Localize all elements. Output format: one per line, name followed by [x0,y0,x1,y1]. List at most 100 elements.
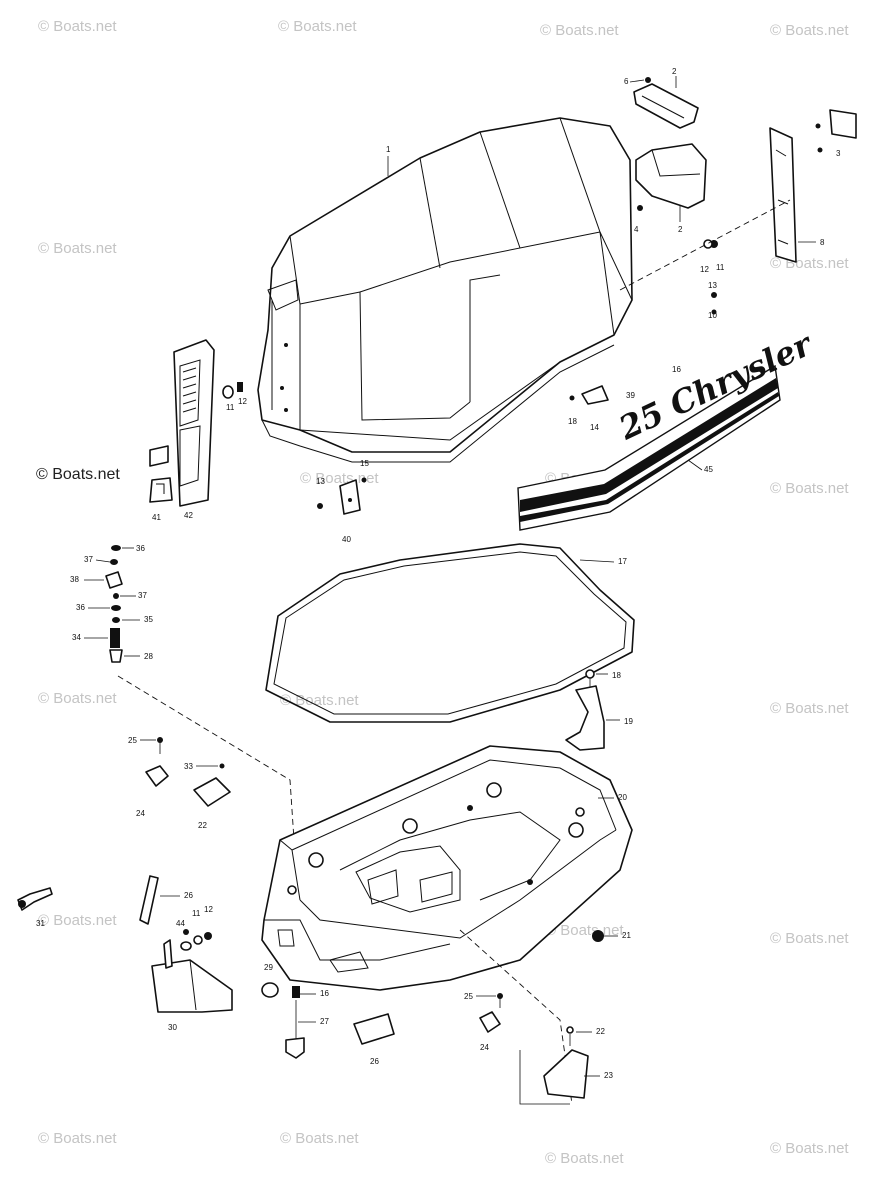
callout-44: 44 [176,919,185,928]
callout-31: 31 [36,919,45,928]
callout-22: 22 [596,1027,605,1036]
callout-25: 25 [464,992,473,1001]
callout-3: 3 [836,149,841,158]
callout-12: 12 [204,905,213,914]
grip-strip [139,875,159,925]
callout-45: 45 [704,465,713,474]
watermark: © Boats.net [38,1130,117,1147]
assembly-line [619,199,791,291]
callout-11: 11 [226,403,235,412]
callout-24: 24 [136,809,145,818]
watermark-dark: © Boats.net [36,466,120,483]
callout-10: 10 [708,311,717,320]
callout-29: 29 [264,963,273,972]
callout-24: 24 [480,1043,489,1052]
callout-22: 22 [198,821,207,830]
callout-21: 21 [622,931,631,940]
callout-labels: 1 6 2 4 2 12 11 13 10 3 8 11 12 41 42 15… [36,67,841,1080]
callout-42: 42 [184,511,193,520]
callout-11: 11 [192,909,201,918]
callout-35: 35 [144,615,153,624]
watermark: © Boats.net [770,22,849,39]
callout-33: 33 [184,762,193,771]
watermark: © Boats.net [545,922,624,939]
callout-14: 14 [590,423,599,432]
watermark: © Boats.net [280,1130,359,1147]
callout-6: 6 [624,77,629,86]
watermark: © Boats.net [540,22,619,39]
callout-8: 8 [820,238,825,247]
callout-13: 13 [316,477,325,486]
watermark: © Boats.net [770,480,849,497]
handle-bracket [151,939,233,1013]
callout-19: 19 [624,717,633,726]
watermark: © Boats.net [38,912,117,929]
lower-rear-bracket [543,1026,589,1099]
watermark: © Boats.net [300,470,379,487]
callout-39: 39 [626,391,635,400]
callout-23: 23 [604,1071,613,1080]
hinge-bracket [317,477,367,515]
watermark: © Boats.net [38,690,117,707]
callout-16: 16 [672,365,681,374]
watermark: © Boats.net [770,700,849,717]
callout-1: 1 [386,145,391,154]
clip [569,385,609,405]
lower-motor-pan [261,745,633,991]
callout-30: 30 [168,1023,177,1032]
latch-hardware-stack [105,545,123,663]
callout-26: 26 [370,1057,379,1066]
callout-12: 12 [238,397,247,406]
decal-stripe [517,364,781,531]
nut [592,930,604,942]
right-latch-parts [479,993,503,1033]
callout-4: 4 [634,225,639,234]
motor-cover-hood [257,117,633,463]
latch-bracket [149,445,173,503]
callout-28: 28 [144,652,153,661]
small-plate [815,109,857,153]
callout-37: 37 [84,555,93,564]
side-plate [769,127,797,263]
vent-cover [173,339,215,507]
watermark: © Boats.net [545,1150,624,1167]
handle-fasteners [180,929,212,951]
callout-13: 13 [708,281,717,290]
callout-18: 18 [612,671,621,680]
hood-fasteners [222,382,243,399]
callout-41: 41 [152,513,161,522]
callout-26: 26 [184,891,193,900]
bottom-pad [353,1013,395,1045]
watermark: © Boats.net [770,930,849,947]
callout-36: 36 [136,544,145,553]
callout-12: 12 [700,265,709,274]
callout-38: 38 [70,575,79,584]
watermark: © Boats.net [278,18,357,35]
callout-17: 17 [618,557,627,566]
rear-bracket [565,669,605,751]
callout-2: 2 [672,67,677,76]
callout-36: 36 [76,603,85,612]
lower-latch-parts [261,982,305,1059]
left-bolt [17,887,53,911]
callout-15: 15 [360,459,369,468]
callout-27: 27 [320,1017,329,1026]
callout-16: 16 [320,989,329,998]
callout-20: 20 [618,793,627,802]
watermark: © Boats.net [38,240,117,257]
cover-seal [265,543,635,723]
callout-37: 37 [138,591,147,600]
callout-34: 34 [72,633,81,642]
callout-40: 40 [342,535,351,544]
callout-2: 2 [678,225,683,234]
callout-11: 11 [716,263,725,272]
callout-18: 18 [568,417,577,426]
left-latch-parts [145,737,231,807]
watermark: © Boats.net [38,18,117,35]
cover-bracket-parts [633,77,718,315]
watermark: © Boats.net [770,1140,849,1157]
watermark: © Boats.net [280,692,359,709]
assembly-line [519,1050,570,1105]
callout-25: 25 [128,736,137,745]
